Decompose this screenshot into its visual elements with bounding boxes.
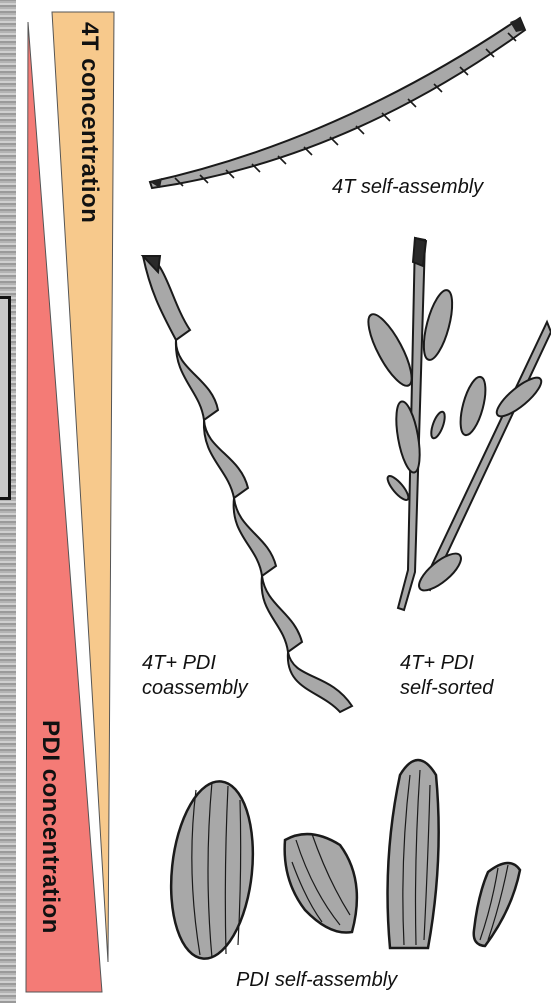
pdi-crystal-1 (163, 777, 261, 962)
4t-concentration-label: 4T concentration (75, 22, 103, 223)
self-sorted-structure (361, 238, 551, 610)
pdi-concentration-label: PDI concentration (36, 720, 64, 934)
pdi-crystal-4 (474, 863, 520, 946)
self-sorted-caption-line2: self-sorted (400, 676, 493, 701)
coassembly-caption-line2: coassembly (142, 676, 248, 701)
4t-fiber (150, 18, 525, 188)
coassembly-ribbon (143, 256, 352, 712)
pdi-crystals (163, 760, 520, 963)
self-sorted-caption-line1: 4T+ PDI (400, 651, 474, 676)
pdi-crystal-3 (388, 760, 439, 948)
pdi-crystal-2 (285, 834, 357, 933)
coassembly-caption-line1: 4T+ PDI (142, 651, 216, 676)
4t-self-assembly-caption: 4T self-assembly (332, 175, 483, 200)
pdi-self-assembly-caption: PDI self-assembly (236, 968, 397, 993)
